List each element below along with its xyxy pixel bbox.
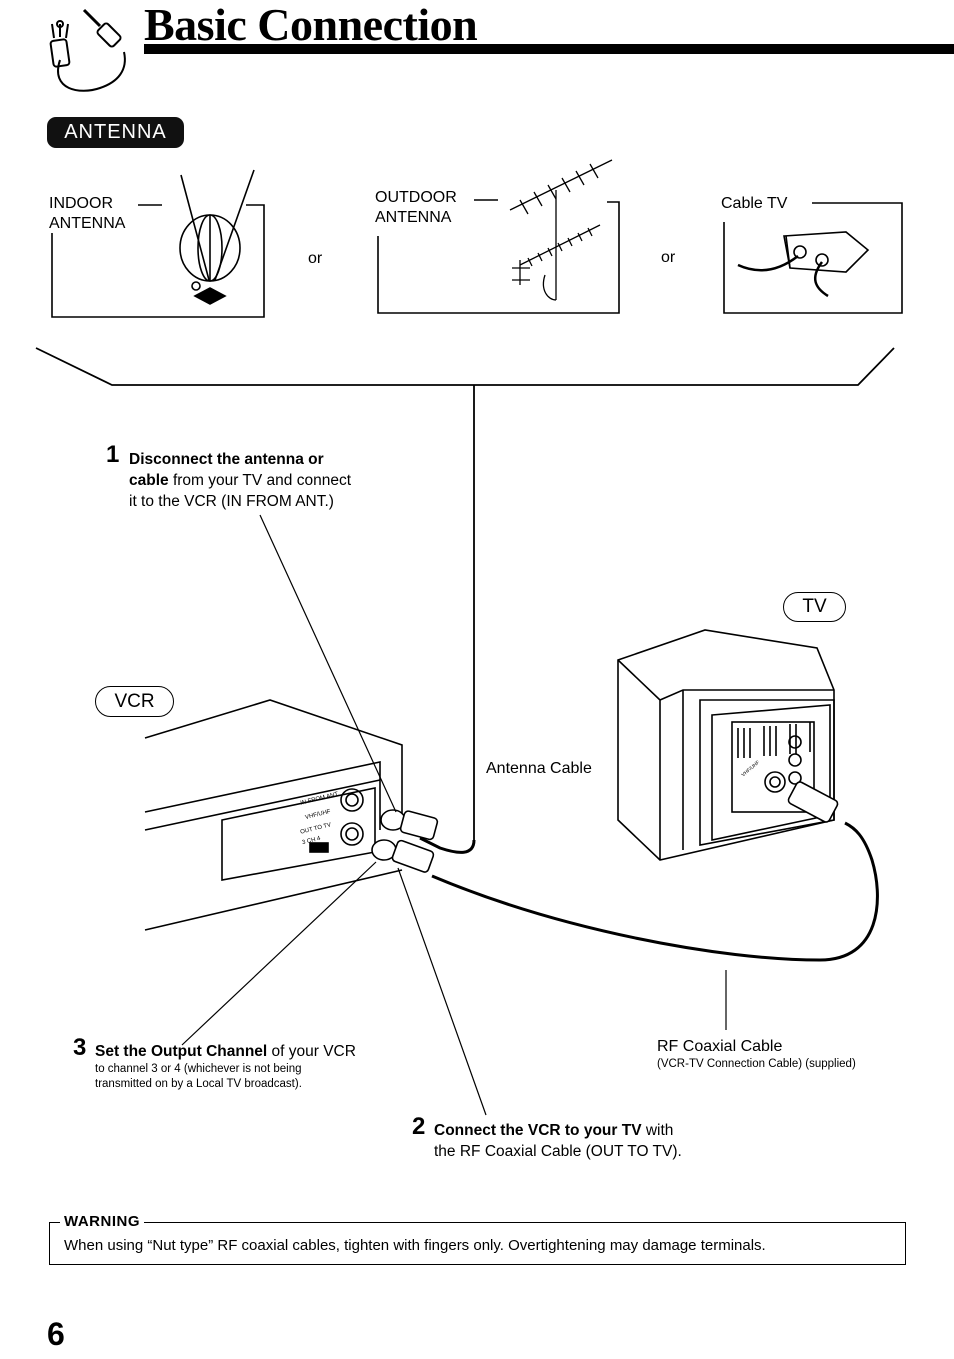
vcr-illustration — [144, 699, 403, 931]
page-title: Basic Connection — [144, 0, 478, 50]
warning-box — [49, 1222, 906, 1265]
rf-cable-note: (VCR-TV Connection Cable) (supplied) — [657, 1058, 856, 1070]
antenna-cable-label: Antenna Cable — [486, 760, 592, 777]
rf-cable-line — [431, 821, 879, 962]
warning-heading: WARNING — [60, 1213, 144, 1230]
page-number: 6 — [47, 1316, 65, 1352]
indoor-antenna-label-line2: ANTENNA — [49, 215, 126, 232]
step-1-line2: cable from your TV and connect — [129, 470, 351, 491]
step-1-line1: Disconnect the antenna or — [129, 451, 324, 468]
indoor-antenna-label-line1: INDOOR — [49, 195, 113, 212]
step-3-line2: to channel 3 or 4 (whichever is not bein… — [95, 1063, 302, 1075]
outdoor-antenna-label-line1: OUTDOOR — [375, 189, 457, 206]
cable-tv-box — [723, 202, 903, 314]
step-2-line1: Connect the VCR to your TV with — [434, 1120, 673, 1141]
or-separator-1: or — [308, 250, 323, 267]
rf-cable-label: RF Coaxial Cable — [657, 1038, 783, 1055]
cable-splitter-icon — [737, 231, 870, 298]
tv-connector — [787, 781, 839, 823]
step-3-line3: transmitted on by a Local TV broadcast). — [95, 1078, 302, 1090]
title-rule — [144, 44, 954, 54]
tv-illustration — [617, 629, 835, 861]
vcr-label: VCR — [95, 686, 174, 717]
tv-label: TV — [783, 592, 846, 622]
cable-tv-label: Cable TV — [721, 195, 788, 212]
step-1-number: 1 — [106, 441, 120, 468]
outdoor-antenna-box — [377, 159, 620, 314]
step-3-bold: Set the Output Channel — [95, 1043, 268, 1060]
step-2-bold: Connect the VCR to your TV — [434, 1122, 642, 1139]
outdoor-antenna-label-line2: ANTENNA — [375, 209, 452, 226]
step-3-number: 3 — [73, 1034, 87, 1061]
step-2-number: 2 — [412, 1113, 426, 1140]
plug-icon — [49, 8, 126, 92]
step-1-line3: it to the VCR (IN FROM ANT.) — [129, 493, 334, 510]
warning-text: When using “Nut type” RF coaxial cables,… — [64, 1237, 766, 1254]
antenna-bracket — [35, 347, 895, 840]
step-2-rest: with — [641, 1122, 674, 1139]
warning-top-border — [49, 1222, 905, 1223]
leader-lines — [181, 514, 727, 1116]
outdoor-antenna-icon — [509, 159, 613, 301]
or-separator-2: or — [661, 249, 676, 266]
step-1-rest: from your TV and connect — [168, 472, 352, 489]
indoor-antenna-box — [51, 169, 265, 318]
step-2-line2: the RF Coaxial Cable (OUT TO TV). — [434, 1143, 682, 1160]
indoor-antenna-icon — [179, 169, 255, 305]
vcr-connectors — [371, 809, 439, 873]
antenna-section-badge: ANTENNA — [47, 117, 184, 148]
step-1-bold: cable — [129, 472, 169, 489]
step-3-rest: of your VCR — [267, 1043, 356, 1060]
step-3-line1: Set the Output Channel of your VCR — [95, 1041, 356, 1062]
antenna-cable-line — [419, 836, 476, 854]
